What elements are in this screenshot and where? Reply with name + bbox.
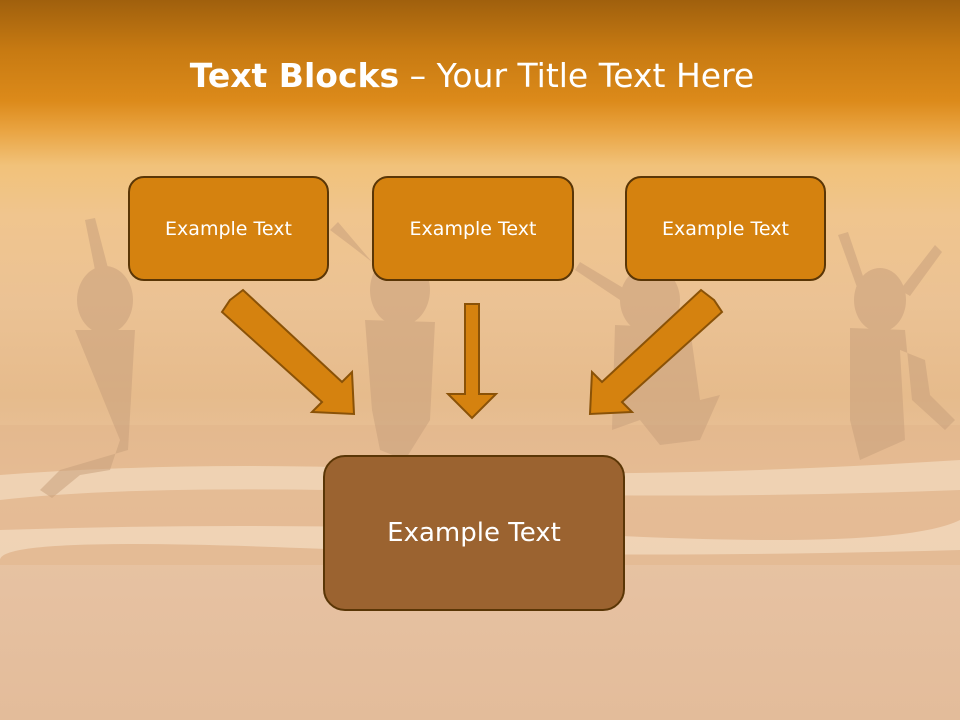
main-text-block[interactable]: Example Text [323, 455, 625, 611]
title-rest: Your Title Text Here [436, 56, 755, 95]
slide-title: Text Blocks – Your Title Text Here [0, 56, 944, 95]
text-block-1-label: Example Text [165, 217, 292, 240]
title-dash: – [399, 56, 437, 95]
text-block-1[interactable]: Example Text [128, 176, 329, 281]
main-text-block-label: Example Text [387, 518, 561, 548]
text-block-3[interactable]: Example Text [625, 176, 826, 281]
text-block-3-label: Example Text [662, 217, 789, 240]
text-block-2[interactable]: Example Text [372, 176, 574, 281]
text-block-2-label: Example Text [409, 217, 537, 240]
title-bold: Text Blocks [189, 56, 400, 95]
